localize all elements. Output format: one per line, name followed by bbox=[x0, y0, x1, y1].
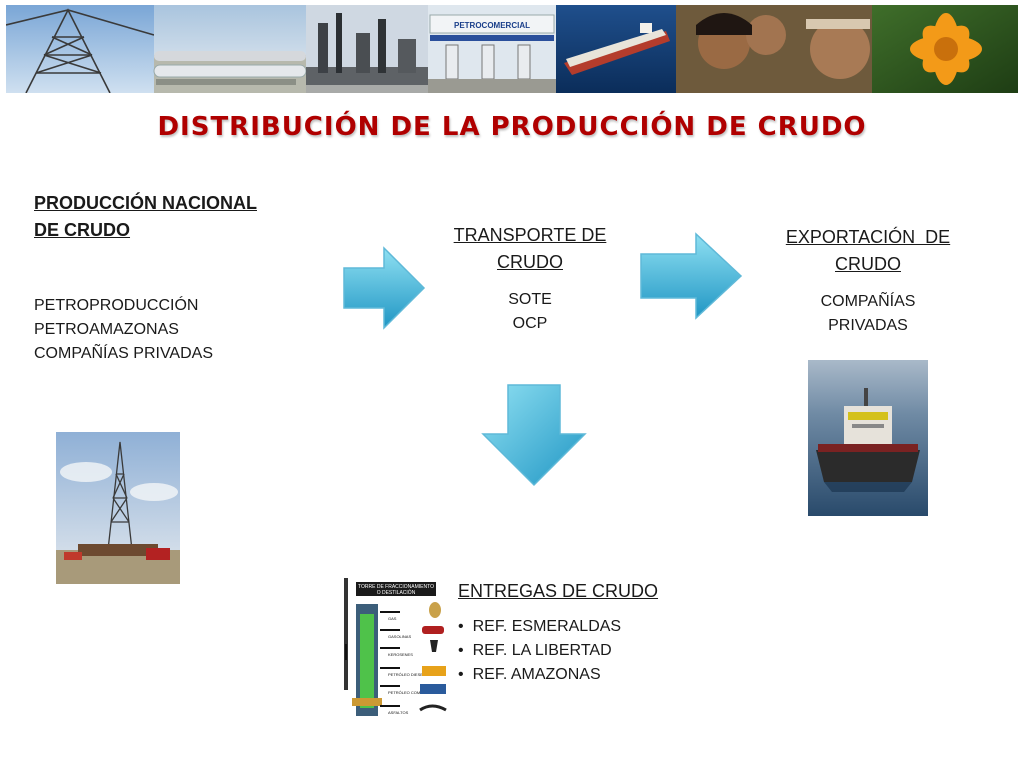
produccion-item: COMPAÑÍAS PRIVADAS bbox=[34, 345, 213, 362]
tower-product-label: PETRÓLEO DIESEL bbox=[388, 672, 426, 677]
car-icon bbox=[422, 626, 444, 634]
exportacion-heading-line1: EXPORTACIÓN DE bbox=[785, 227, 951, 247]
header-photo-banner: PETROCOMERCIAL bbox=[6, 5, 1018, 93]
exportacion-item: COMPAÑÍAS bbox=[820, 293, 916, 310]
right-arrow-icon bbox=[343, 246, 426, 330]
transporte-list: SOTE OCP bbox=[440, 288, 620, 336]
tower-product-label: KEROSENES bbox=[388, 652, 413, 657]
flower-photo bbox=[872, 5, 1018, 93]
right-arrow-icon bbox=[640, 232, 743, 320]
factory-icon bbox=[420, 684, 446, 694]
tower-product-label: PETRÓLEO COMBUSTIBLES bbox=[388, 690, 443, 695]
produccion-list: PETROPRODUCCIÓN PETROAMAZONAS COMPAÑÍAS … bbox=[34, 294, 284, 366]
asphalt-road-icon bbox=[419, 704, 447, 712]
transporte-block: TRANSPORTE DE CRUDO SOTE OCP bbox=[440, 222, 620, 336]
drilling-rig-photo bbox=[56, 432, 180, 584]
exportacion-block: EXPORTACIÓN DE CRUDO COMPAÑÍAS PRIVADAS bbox=[772, 224, 964, 338]
fractionation-tower-diagram: TORRE DE FRACCIONAMIENTO O DESTILACIÓN G… bbox=[338, 574, 454, 720]
refinery-photo bbox=[306, 5, 428, 93]
transporte-item: SOTE bbox=[508, 291, 552, 308]
pipeline-photo bbox=[153, 5, 307, 93]
exportacion-list: COMPAÑÍAS PRIVADAS bbox=[772, 290, 964, 338]
entregas-item: REF. ESMERALDAS bbox=[458, 615, 718, 639]
station-sign-text: PETROCOMERCIAL bbox=[454, 21, 530, 30]
lamp-icon bbox=[430, 640, 438, 652]
tower-product-label: GASOLINAS bbox=[388, 634, 411, 639]
gas-station-photo: PETROCOMERCIAL bbox=[428, 5, 556, 93]
produccion-item: PETROAMAZONAS bbox=[34, 321, 179, 338]
tanker-photo bbox=[556, 5, 676, 93]
oil-rig-photo bbox=[6, 5, 155, 93]
produccion-item: PETROPRODUCCIÓN bbox=[34, 297, 199, 314]
tower-product-label: GAS bbox=[388, 616, 397, 621]
tower-product-label: ASFALTOS bbox=[388, 710, 409, 715]
children-photo bbox=[676, 5, 872, 93]
truck-icon bbox=[422, 666, 446, 676]
produccion-heading-line1: PRODUCCIÓN NACIONAL bbox=[34, 193, 257, 213]
gas-cylinder-icon bbox=[429, 602, 441, 618]
transporte-heading-line2: CRUDO bbox=[497, 252, 563, 272]
entregas-item: REF. LA LIBERTAD bbox=[458, 639, 718, 663]
produccion-heading-line2: DE CRUDO bbox=[34, 220, 131, 240]
page-title: DISTRIBUCIÓN DE LA PRODUCCIÓN DE CRUDO bbox=[157, 112, 867, 142]
entregas-heading: ENTREGAS DE CRUDO bbox=[458, 581, 659, 601]
entregas-block: ENTREGAS DE CRUDO REF. ESMERALDAS REF. L… bbox=[458, 578, 718, 687]
exportacion-heading-line2: CRUDO bbox=[835, 254, 901, 274]
tanker-ship-photo bbox=[808, 360, 928, 516]
tower-title-line2: O DESTILACIÓN bbox=[377, 589, 416, 596]
entregas-list: REF. ESMERALDAS REF. LA LIBERTAD REF. AM… bbox=[458, 615, 718, 687]
down-arrow-icon bbox=[481, 384, 587, 487]
transporte-item: OCP bbox=[512, 315, 548, 332]
entregas-item: REF. AMAZONAS bbox=[458, 663, 718, 687]
exportacion-item: PRIVADAS bbox=[828, 317, 908, 334]
produccion-block: PRODUCCIÓN NACIONAL DE CRUDO PETROPRODUC… bbox=[34, 190, 284, 366]
tower-title-line1: TORRE DE FRACCIONAMIENTO bbox=[358, 584, 434, 590]
transporte-heading-line1: TRANSPORTE DE bbox=[453, 225, 607, 245]
